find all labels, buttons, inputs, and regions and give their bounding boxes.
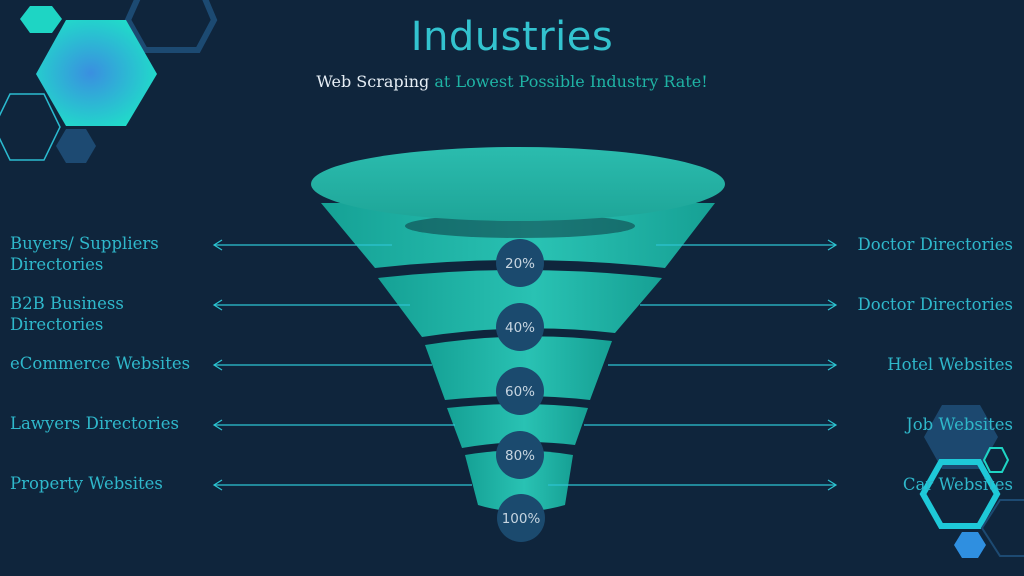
arrow-left-2: [212, 299, 410, 311]
hexagon-decoration: [980, 499, 1024, 557]
arrow-left-3: [212, 359, 432, 371]
arrow-right-4: [584, 419, 838, 431]
hexagon-decoration: [56, 129, 96, 163]
left-label-2: B2B Business Directories: [10, 294, 124, 334]
funnel-band-4: [447, 404, 588, 448]
left-label-4: Lawyers Directories: [10, 414, 179, 433]
arrow-right-3: [608, 359, 838, 371]
arrow-right-5: [548, 479, 838, 491]
stage-badge-2: 40%: [496, 303, 544, 351]
hexagon-decoration: [20, 6, 62, 33]
left-label-1: Buyers/ Suppliers Directories: [10, 234, 159, 274]
left-label-3: eCommerce Websites: [10, 354, 191, 373]
stage-badge-4: 80%: [496, 431, 544, 479]
hexagon-decoration: [124, 0, 218, 53]
funnel-top: [311, 147, 725, 221]
stage-percent: 60%: [505, 384, 535, 400]
stage-percent: 80%: [505, 448, 535, 464]
page-subtitle: Web Scraping at Lowest Possible Industry…: [0, 72, 1024, 91]
arrow-left-5: [212, 479, 472, 491]
right-label-1: Doctor Directories: [857, 235, 1013, 254]
left-label-5: Property Websites: [10, 474, 163, 493]
arrow-left-1: [212, 239, 392, 251]
hexagon-decoration: [954, 532, 986, 558]
page-title: Industries: [410, 14, 614, 60]
stage-badges: 20% 40% 60% 80% 100%: [496, 239, 545, 542]
funnel-inner-shadow: [405, 214, 635, 238]
hexagon-decoration: [919, 459, 1001, 529]
hexagon-decoration: [924, 405, 998, 469]
subtitle-highlight: Web Scraping: [316, 72, 430, 91]
arrow-right-2: [640, 299, 838, 311]
right-label-3: Hotel Websites: [887, 355, 1013, 374]
stage-percent: 20%: [505, 256, 535, 272]
stage-badge-1: 20%: [496, 239, 544, 287]
subtitle-rest: at Lowest Possible Industry Rate!: [429, 72, 708, 91]
right-label-2: Doctor Directories: [857, 295, 1013, 314]
right-label-5: Car Websites: [902, 475, 1013, 494]
stage-percent: 40%: [505, 320, 535, 336]
stage-badge-5: 100%: [497, 494, 545, 542]
arrow-right-1: [656, 239, 838, 251]
hexagon-decoration: [982, 447, 1010, 473]
hexagon-decoration: [36, 20, 157, 126]
hexagon-decoration: [0, 93, 61, 161]
stage-percent: 100%: [502, 511, 541, 527]
arrows: [212, 239, 838, 491]
right-label-4: Job Websites: [906, 415, 1013, 434]
stage-badge-3: 60%: [496, 367, 544, 415]
arrow-left-4: [212, 419, 455, 431]
funnel-band-5: [465, 450, 573, 512]
